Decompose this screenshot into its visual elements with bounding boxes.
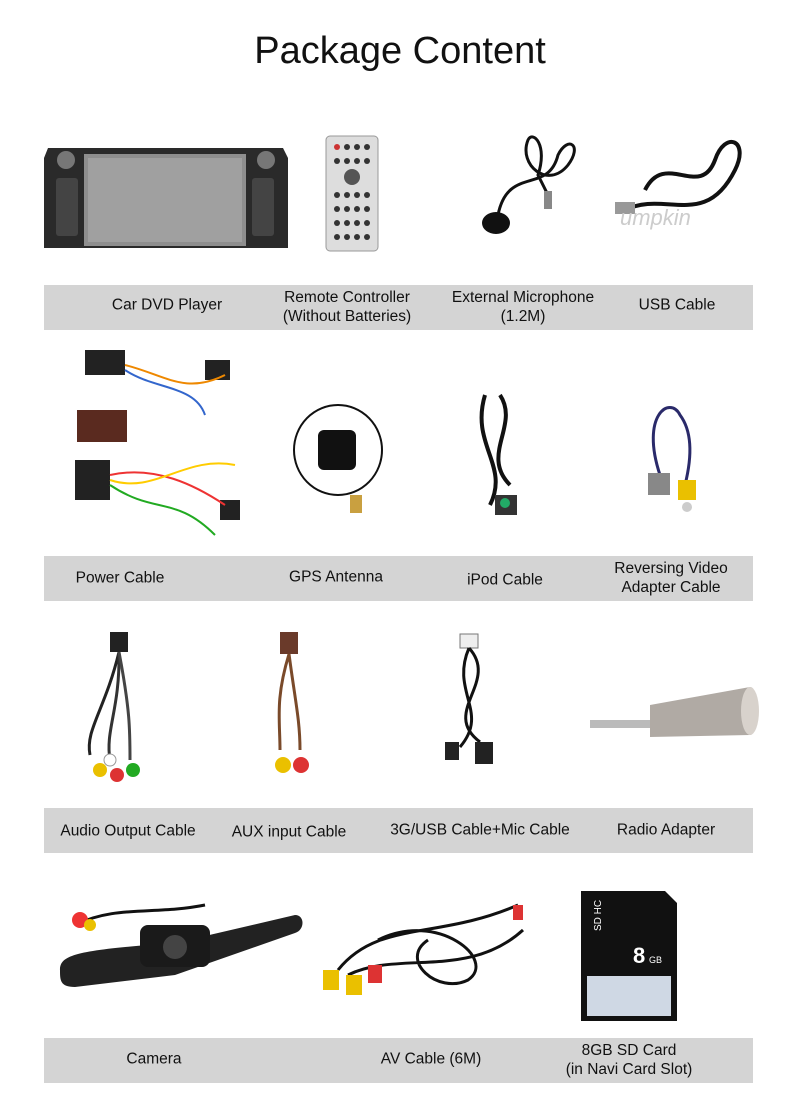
svg-text:GB: GB bbox=[649, 955, 662, 965]
3g-usb-mic-cable-icon bbox=[445, 633, 493, 764]
remote-controller-icon bbox=[325, 135, 379, 252]
item-label: Remote Controller (Without Batteries) bbox=[282, 289, 412, 325]
item-label: Power Cable bbox=[75, 569, 165, 587]
aux-input-cable-icon bbox=[275, 632, 309, 773]
item-label: External Microphone (1.2M) bbox=[451, 289, 595, 325]
item-label: AUX input Cable bbox=[231, 823, 347, 841]
item-label: iPod Cable bbox=[467, 571, 543, 589]
gps-antenna-icon bbox=[293, 404, 383, 513]
item-label: Radio Adapter bbox=[616, 821, 716, 839]
item-label: Reversing Video Adapter Cable bbox=[614, 560, 728, 596]
item-label: Camera bbox=[126, 1050, 182, 1068]
item-label: Audio Output Cable bbox=[60, 822, 196, 840]
label-band-row-3 bbox=[44, 808, 753, 853]
item-label: AV Cable (6M) bbox=[380, 1050, 482, 1068]
car-dvd-player-icon bbox=[44, 148, 288, 248]
sd-card-capacity-logo: 8 bbox=[633, 943, 645, 968]
usb-cable-icon: umpkin bbox=[615, 139, 742, 230]
camera-icon bbox=[60, 903, 303, 987]
page-title: Package Content bbox=[254, 30, 546, 72]
radio-adapter-icon bbox=[590, 687, 759, 737]
external-microphone-icon bbox=[482, 135, 576, 234]
label-band-row-4 bbox=[44, 1038, 753, 1083]
av-cable-icon bbox=[323, 903, 525, 995]
item-label: USB Cable bbox=[638, 296, 716, 314]
label-band-row-2 bbox=[44, 556, 753, 601]
svg-text:SD HC: SD HC bbox=[593, 900, 604, 931]
audio-output-cable-icon bbox=[87, 632, 140, 782]
reversing-video-adapter-cable-icon bbox=[648, 406, 696, 512]
sd-card-icon: 8 GB SD HC bbox=[581, 891, 677, 1021]
item-label: 3G/USB Cable+Mic Cable bbox=[390, 821, 570, 839]
label-band-row-1 bbox=[44, 285, 753, 330]
watermark-logo: umpkin bbox=[620, 205, 691, 230]
item-label: GPS Antenna bbox=[289, 568, 383, 586]
item-label: 8GB SD Card (in Navi Card Slot) bbox=[565, 1042, 693, 1078]
power-cable-icon bbox=[75, 350, 240, 536]
item-label: Car DVD Player bbox=[111, 296, 223, 314]
ipod-cable-icon bbox=[479, 393, 517, 515]
